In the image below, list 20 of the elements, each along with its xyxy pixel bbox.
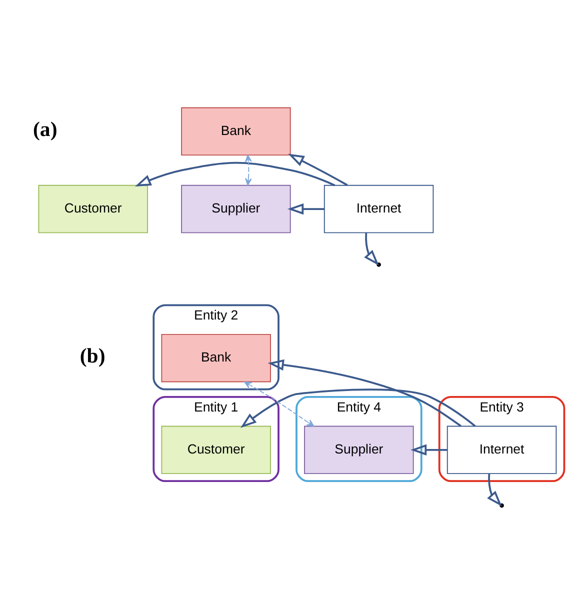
arrow xyxy=(244,382,314,427)
node-box: Internet xyxy=(324,184,434,234)
label: (b) xyxy=(80,343,106,368)
node-box: Customer xyxy=(38,184,148,234)
arrow xyxy=(288,154,348,186)
node-box: Bank xyxy=(181,107,291,156)
node-box: Supplier xyxy=(181,184,291,234)
arrow xyxy=(134,162,336,186)
arrow xyxy=(410,444,448,456)
arrow xyxy=(487,474,502,506)
arrow xyxy=(268,359,462,427)
node-box: Internet xyxy=(446,426,557,474)
node-box: Supplier xyxy=(304,426,414,474)
arrow xyxy=(244,154,252,186)
arrow xyxy=(288,203,324,215)
label: (a) xyxy=(33,116,58,141)
node-box: Bank xyxy=(161,334,271,382)
node-box: Customer xyxy=(161,426,271,474)
arrow xyxy=(240,388,476,428)
arrow xyxy=(364,232,380,266)
